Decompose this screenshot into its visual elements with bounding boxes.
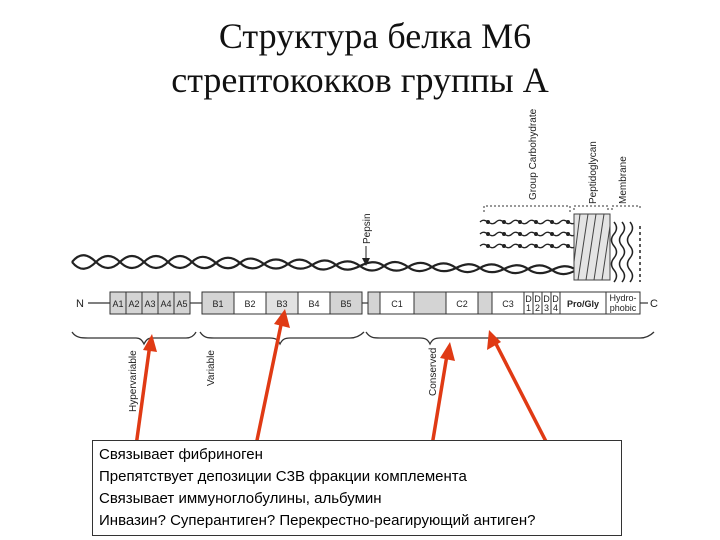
segment-hydrophobic-1: Hydro-	[609, 293, 636, 303]
info-line-immunoglobulin: Связывает иммуноглобулины, альбумин	[99, 490, 382, 507]
membrane-layer	[610, 221, 641, 283]
segment-b4: B4	[308, 299, 319, 309]
segment-c3: C3	[502, 299, 514, 309]
segment-b5: B5	[340, 299, 351, 309]
membrane-label: Membrane	[618, 156, 629, 204]
segment-d3: D	[543, 294, 550, 304]
info-line-invasin: Инвазин? Суперантиген? Перекрестно-реаги…	[99, 512, 536, 529]
segment-a2: A2	[128, 299, 139, 309]
segment-d2: D	[534, 294, 541, 304]
info-line-fibrinogen: Связывает фибриноген	[99, 446, 263, 463]
segment-d1-number: 1	[526, 303, 531, 313]
arrow-variable-head	[274, 309, 290, 328]
segment-d4-number: 4	[553, 303, 558, 313]
variable-label: Variable	[206, 350, 217, 386]
segment-pro-gly: Pro/Gly	[567, 299, 599, 309]
peptidoglycan-layer	[573, 213, 611, 281]
function-info-box: Связывает фибриноген Препятствует депози…	[92, 440, 622, 536]
arrow-hypervariable	[134, 343, 152, 447]
segment-a1: A1	[112, 299, 123, 309]
arrow-hypervariable-head	[143, 334, 157, 352]
pepsin-arrowhead	[362, 258, 370, 266]
segment-c2: C2	[456, 299, 468, 309]
group-carbohydrate-label: Group Carbohydrate	[528, 108, 539, 200]
domain-bar: N A1 A2 A3 A4 A5 B1 B2 B3 B4 B5 C1 C2 C3	[76, 291, 658, 315]
region-brackets	[71, 331, 655, 346]
arrow-c-region-head	[487, 330, 501, 350]
segment-a3: A3	[144, 299, 155, 309]
segment-b2: B2	[244, 299, 255, 309]
segment-b1: B1	[212, 299, 223, 309]
top-brackets	[483, 205, 641, 212]
segment-d3-number: 3	[544, 303, 549, 313]
segment-a4: A4	[160, 299, 171, 309]
segment-b3: B3	[276, 299, 287, 309]
info-line-complement: Препятствует депозиции С3В фракции компл…	[99, 468, 467, 485]
peptidoglycan-label: Peptidoglycan	[588, 141, 599, 204]
pepsin-label: Pepsin	[362, 213, 373, 244]
carbohydrate-strands	[479, 219, 577, 249]
segment-d1: D	[525, 294, 532, 304]
segment-hydrophobic-2: phobic	[610, 303, 637, 313]
segment-d4: D	[552, 294, 559, 304]
segment-a5: A5	[176, 299, 187, 309]
page-title: Структура белка М6 стрептококков группы …	[0, 14, 720, 102]
arrow-conserved-head	[440, 342, 455, 361]
segment-c1: C1	[391, 299, 403, 309]
n-terminus-label: N	[76, 298, 84, 310]
carbohydrate-dots	[486, 220, 570, 248]
title-line-2: стрептококков группы А	[171, 60, 549, 100]
conserved-label: Conserved	[428, 348, 439, 396]
segment-d2-number: 2	[535, 303, 540, 313]
title-line-1: Структура белка М6	[218, 16, 532, 56]
hypervariable-label: Hypervariable	[128, 350, 139, 412]
c-terminus-label: C	[650, 298, 658, 310]
coiled-coil-helix	[71, 254, 601, 276]
